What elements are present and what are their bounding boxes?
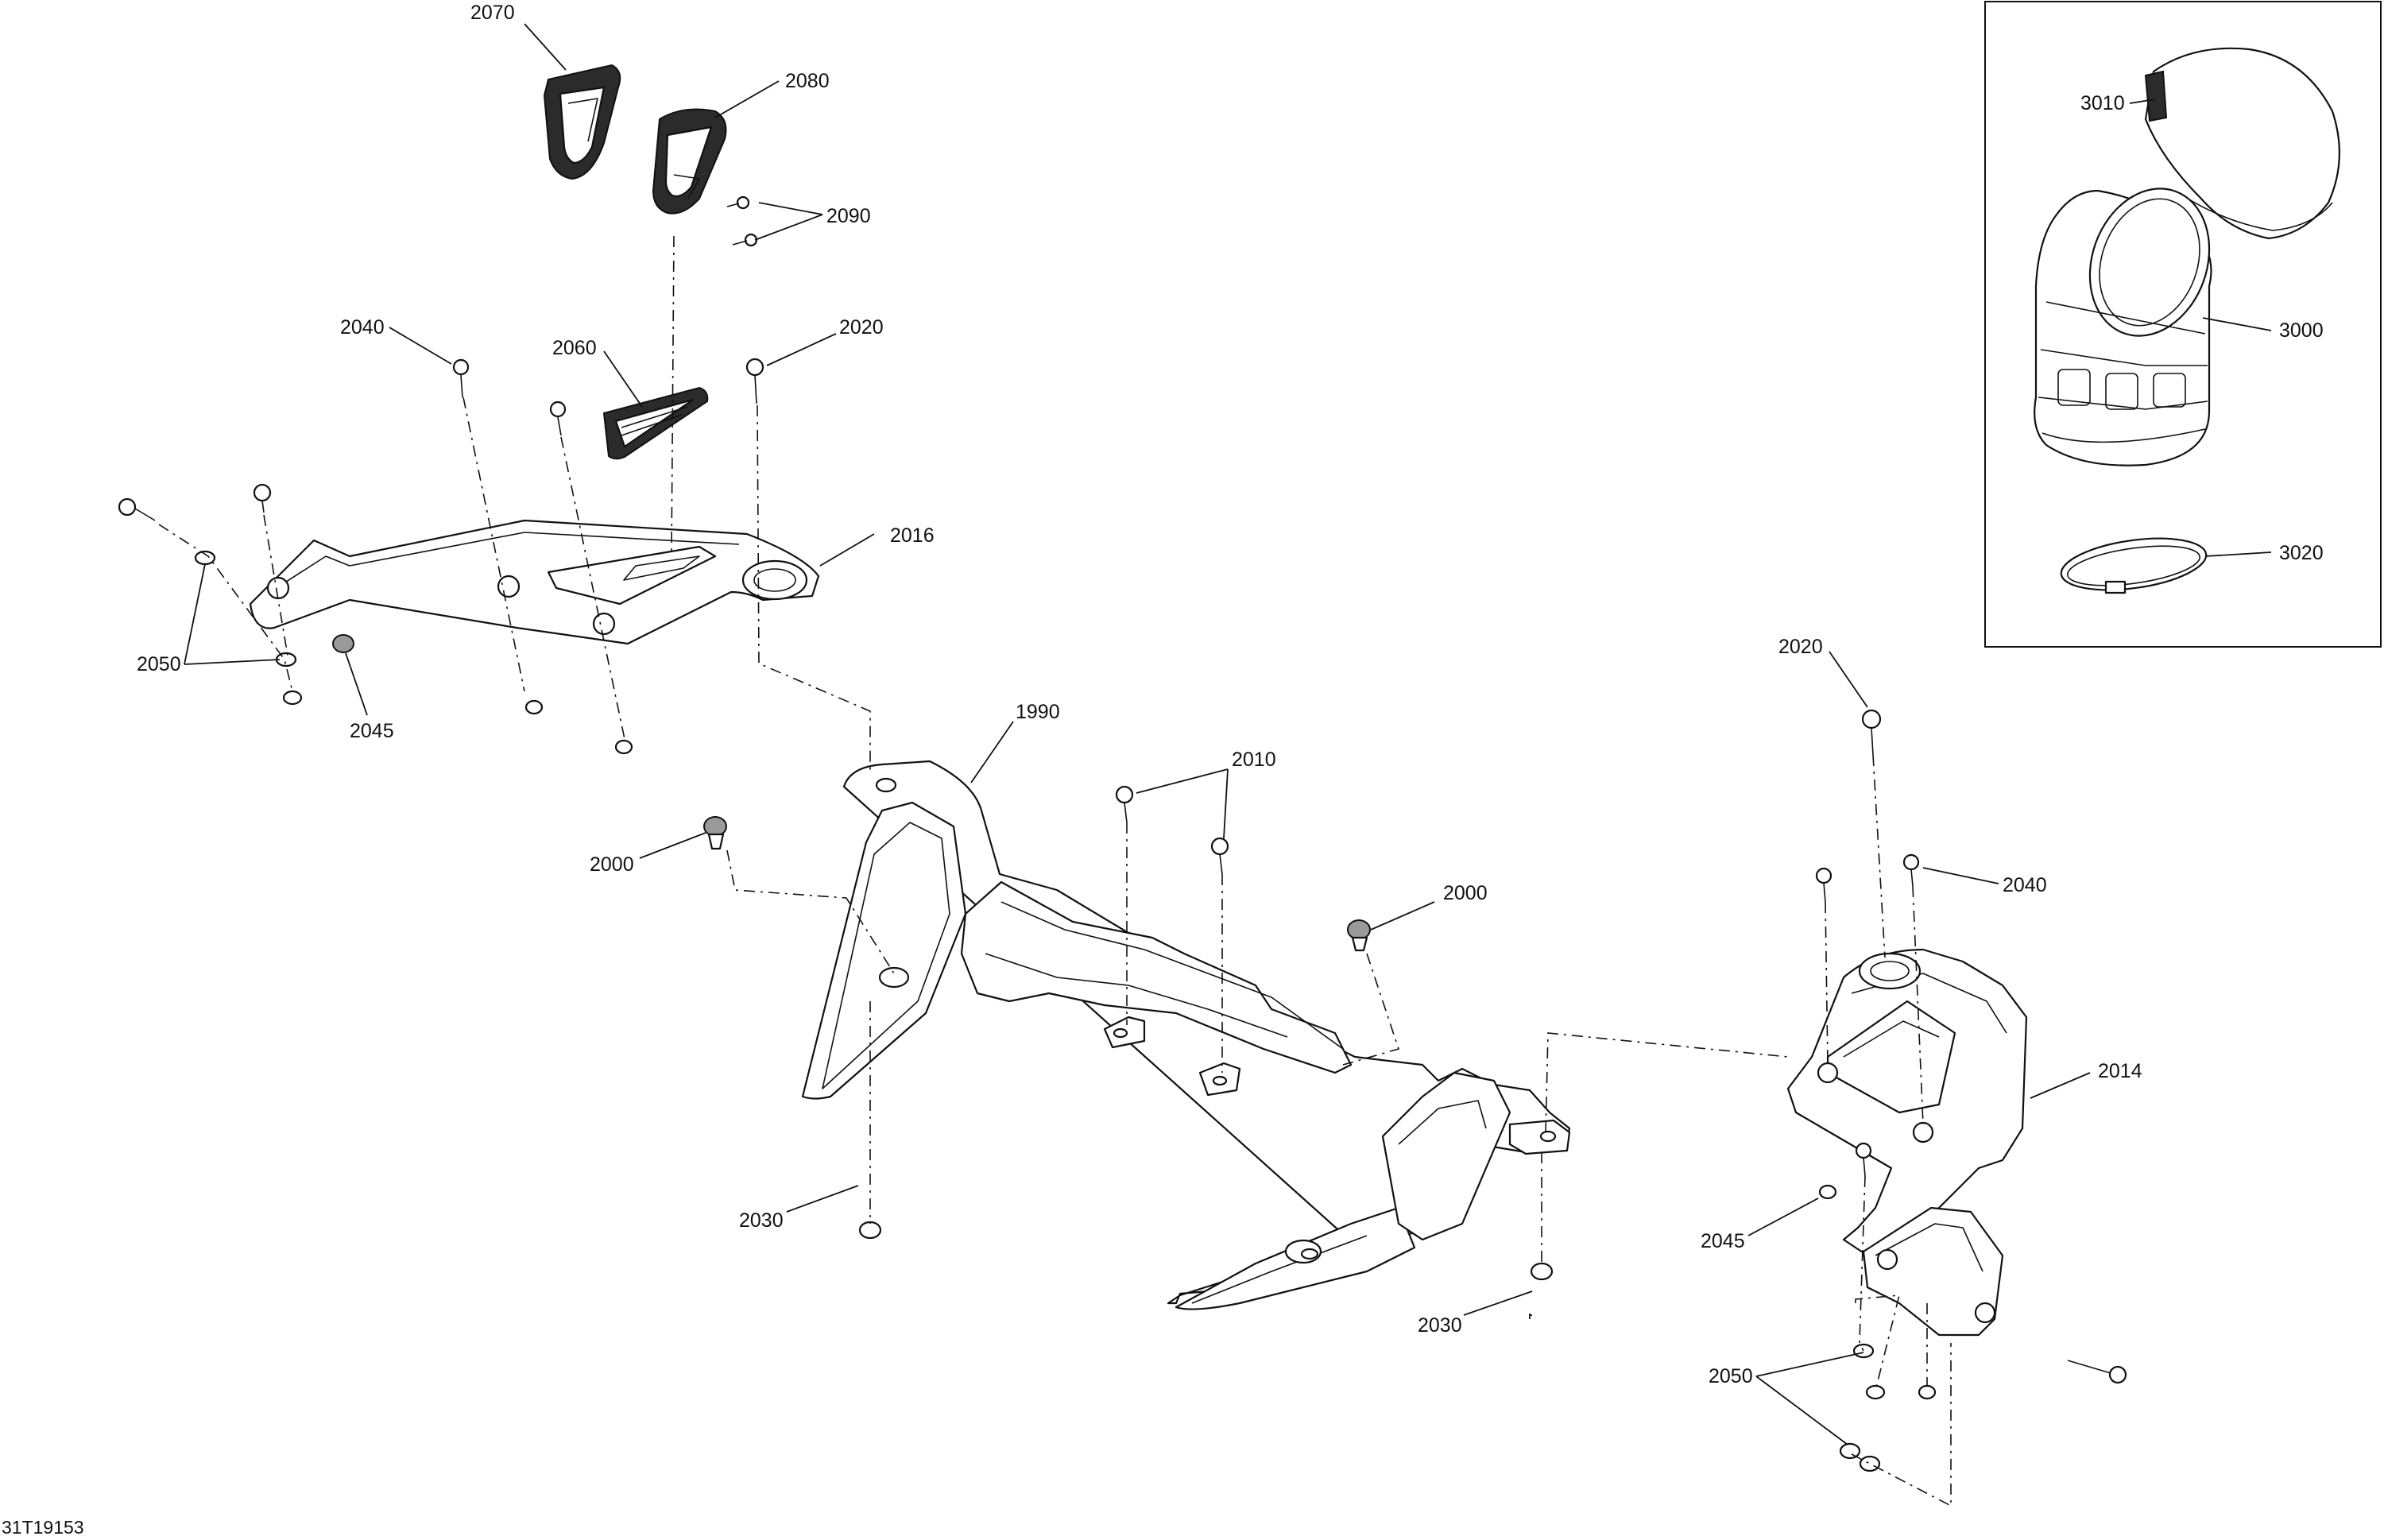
fasteners-right [1815,709,2127,1472]
part-2016-left-bracket [249,519,820,645]
part-3000-intake-duct [2034,188,2212,466]
fasteners-left [118,358,764,755]
part-2014-right-bracket [1786,948,2028,1337]
callout-2060: 2060 [552,337,597,359]
callout-2010: 2010 [1232,749,1276,771]
inset-frame [1984,1,2382,648]
part-2070-handle-cap [543,64,621,180]
callout-2016: 2016 [890,524,935,547]
callout-2080: 2080 [785,70,830,92]
figure-id: 31T19153 [2,1517,84,1538]
callout-2070: 2070 [470,2,515,24]
part-2080-handle-insert [652,108,727,215]
callout-1990: 1990 [1016,701,1060,723]
part-2060-grip-pad [602,386,709,460]
callout-2020-right: 2020 [1778,636,1823,658]
callout-2050-right: 2050 [1709,1365,1753,1387]
callout-2045-right: 2045 [1701,1230,1745,1252]
callout-2090: 2090 [826,205,871,227]
callout-2040-left: 2040 [340,316,385,339]
callout-labels: 2070 2080 2090 2040 2060 2020 2016 2050 … [2,2,2324,1538]
part-3010-cover [2144,47,2340,240]
callout-2000-left: 2000 [590,853,634,876]
callout-3000: 3000 [2279,319,2324,342]
callout-2030-right: 2030 [1418,1314,1462,1337]
callout-2020-left: 2020 [839,316,884,339]
part-1990-center-frame [801,760,1571,1310]
callout-2014: 2014 [2098,1060,2142,1082]
callout-2030-left: 2030 [739,1209,784,1232]
assembly-lines [158,235,1952,1507]
callout-2050-left: 2050 [137,653,181,675]
part-3020-clamp [2060,537,2208,594]
callout-3010: 3010 [2080,92,2125,114]
callout-3020: 3020 [2279,542,2324,564]
callout-2040-right: 2040 [2003,874,2047,896]
part-2090-screws [726,195,758,247]
fasteners-center [703,785,1554,1281]
callout-2045-left: 2045 [350,720,394,742]
leader-lines [184,23,2272,1445]
callout-2000-right: 2000 [1443,882,1488,904]
